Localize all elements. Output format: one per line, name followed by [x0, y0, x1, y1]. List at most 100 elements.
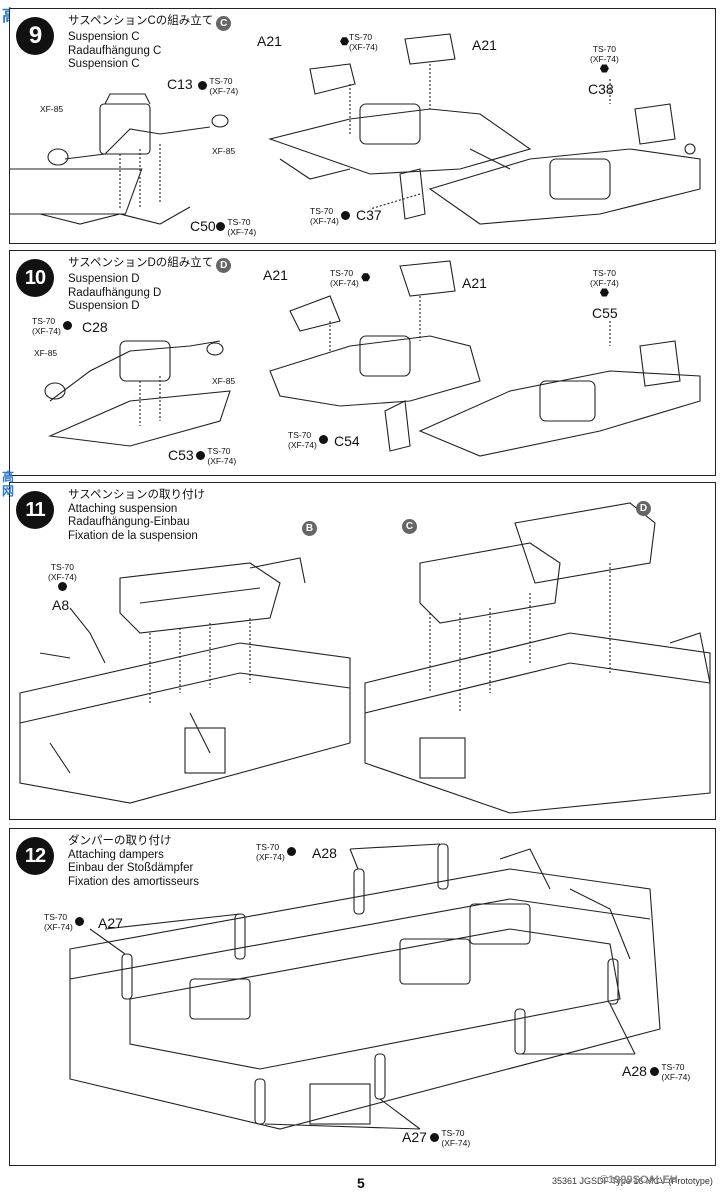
title-jp: サスペンションCの組み立て	[68, 15, 214, 27]
part-a21-right: A21	[462, 275, 487, 291]
paint-ts: TS-70	[349, 32, 373, 42]
part-a21-left: A21	[263, 267, 288, 283]
paint-ts: TS-70	[592, 268, 616, 278]
paint-icon	[361, 273, 371, 282]
page-number: 5	[357, 1175, 365, 1191]
paint-xf: (XF-74)	[661, 1071, 691, 1082]
paint-callout: TS-70(XF-74)	[340, 32, 378, 52]
paint-xf: (XF-74)	[330, 277, 359, 288]
step-number: 10	[16, 259, 54, 297]
paint-xf: (XF-74)	[209, 85, 239, 96]
title-en: Suspension D	[68, 273, 140, 285]
paint-icon	[216, 221, 225, 231]
watermark-scalehobby: ©1999SCALEH	[600, 1174, 678, 1186]
mark-c-icon: C	[216, 16, 232, 31]
title-jp: ダンパーの取り付け	[68, 835, 172, 847]
paint-callout: TS-70(XF-74)	[48, 562, 77, 593]
mark-d-icon: D	[216, 258, 232, 273]
paint-icon	[57, 582, 67, 591]
mark-b-icon: B	[302, 521, 317, 536]
title-de: Radaufhängung D	[68, 286, 162, 299]
paint-xf: (XF-74)	[207, 455, 237, 466]
title-de: Radaufhängung-Einbau	[68, 516, 190, 528]
paint-ts: TS-70	[592, 44, 616, 54]
paint-ts: TS-70	[207, 446, 231, 456]
paint-icon	[198, 80, 207, 90]
part-c13: C13	[167, 76, 193, 92]
paint-callout: TS-70(XF-74)	[310, 206, 351, 226]
paint-icon	[340, 37, 349, 46]
paint-icon	[650, 1066, 659, 1076]
step-10-illustration	[44, 260, 701, 457]
paint-xf: (XF-74)	[310, 215, 339, 226]
title-fr: Suspension C	[68, 58, 140, 70]
paint-callout: TS-70(XF-74)	[650, 1062, 691, 1082]
paint-icon	[319, 434, 329, 444]
paint-xf: (XF-74)	[288, 439, 317, 450]
paint-xf: (XF-74)	[48, 571, 77, 582]
step-11-panel: 11 サスペンションの取り付け Attaching suspension Rad…	[9, 482, 716, 820]
part-a8: A8	[52, 597, 70, 613]
step-11-titles: サスペンションの取り付け Attaching suspension Radauf…	[68, 489, 205, 543]
title-en: Attaching suspension	[68, 502, 178, 515]
paint-callout: TS-70(XF-74)	[256, 842, 297, 862]
step-number: 11	[16, 491, 54, 529]
paint-ts: TS-70	[661, 1062, 685, 1072]
title-jp: サスペンションDの組み立て	[68, 257, 214, 269]
paint-ts: TS-70	[44, 912, 68, 922]
paint-xf: (XF-74)	[44, 921, 73, 932]
paint-callout: TS-70(XF-74)	[590, 44, 619, 75]
part-c50: C50	[190, 218, 216, 234]
paint-ts: TS-70	[50, 562, 74, 572]
part-c55: C55	[592, 305, 618, 321]
paint-xf: (XF-74)	[349, 41, 378, 52]
part-c53: C53	[168, 447, 194, 463]
part-c54: C54	[334, 433, 360, 449]
mark-c-icon: C	[402, 519, 417, 534]
paint-ts: TS-70	[288, 430, 312, 440]
paint-icon	[599, 64, 609, 73]
paint-xf: (XF-74)	[441, 1137, 471, 1148]
part-a28-top: A28	[312, 845, 337, 861]
paint-xf85-left: XF-85	[34, 348, 58, 358]
paint-callout: TS-70(XF-74)	[430, 1128, 471, 1148]
paint-icon	[430, 1132, 439, 1142]
paint-icon	[196, 450, 205, 460]
paint-ts: TS-70	[256, 842, 280, 852]
paint-xf: (XF-74)	[32, 325, 61, 336]
title-fr: Suspension D	[68, 300, 140, 312]
part-a21-right: A21	[472, 37, 497, 53]
paint-ts: TS-70	[441, 1128, 465, 1138]
part-a27-top: A27	[98, 915, 123, 931]
paint-ts: TS-70	[227, 217, 251, 227]
watermark-side: 高网	[2, 470, 15, 498]
title-jp: サスペンションの取り付け	[68, 489, 205, 501]
paint-icon	[63, 320, 73, 330]
paint-xf85-right: XF-85	[212, 376, 236, 386]
step-12-titles: ダンパーの取り付け Attaching dampers Einbau der S…	[68, 835, 199, 889]
paint-callout: TS-70(XF-74)	[198, 76, 239, 96]
part-c28: C28	[82, 319, 108, 335]
step-number: 12	[16, 837, 54, 875]
title-de: Radaufhängung C	[68, 44, 162, 57]
paint-ts: TS-70	[310, 206, 334, 216]
paint-callout: TS-70(XF-74)	[44, 912, 85, 932]
paint-xf: (XF-74)	[590, 53, 619, 64]
step-12-illustration	[69, 843, 661, 1130]
paint-xf85-left: XF-85	[40, 104, 64, 114]
paint-icon	[287, 846, 297, 856]
paint-ts: TS-70	[209, 76, 233, 86]
paint-ts: TS-70	[330, 268, 354, 278]
title-fr: Fixation de la suspension	[68, 529, 198, 542]
step-number: 9	[16, 17, 54, 55]
paint-icon	[75, 916, 85, 926]
paint-icon	[341, 210, 351, 220]
part-a28-bottom: A28	[622, 1063, 647, 1079]
paint-icon	[599, 288, 609, 297]
step-12-panel: 12 ダンパーの取り付け Attaching dampers Einbau de…	[9, 828, 716, 1166]
title-de: Einbau der Stoßdämpfer	[68, 862, 194, 874]
